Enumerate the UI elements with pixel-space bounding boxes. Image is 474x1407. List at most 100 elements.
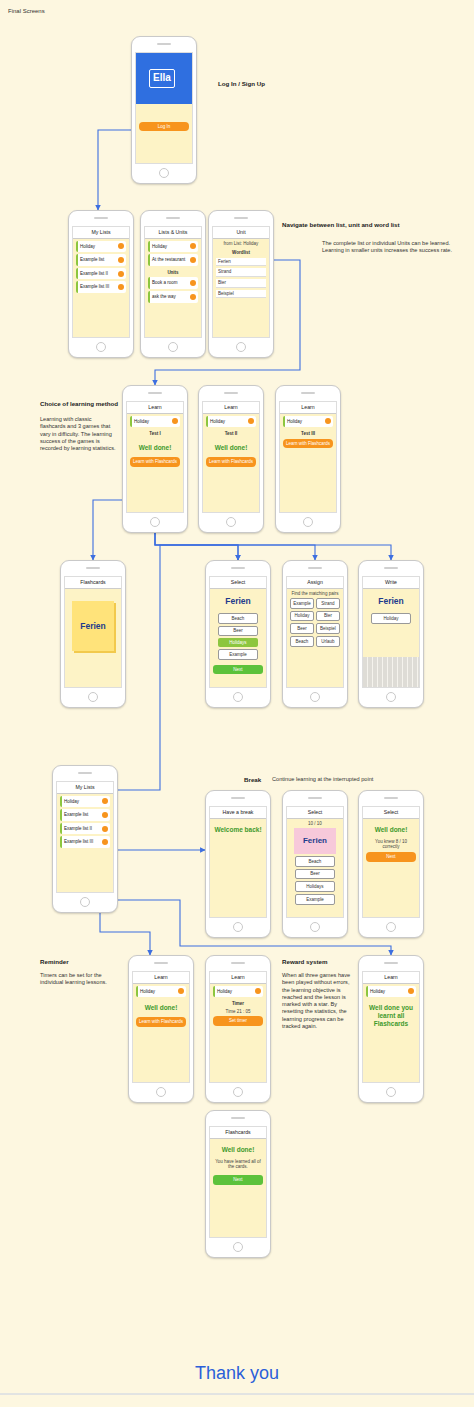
- screen-content: AssignFind the matching pairsExampleStra…: [287, 577, 343, 687]
- screen-text: Well done you learnt all Flashcards: [366, 999, 416, 1031]
- phone-screen: FlashcardsWell done!You have learned all…: [205, 1110, 271, 1258]
- screen-content: SelectFerienBeachBeerHolidaysExampleNext: [210, 577, 266, 687]
- screen-title: Select: [287, 807, 343, 819]
- screen-text: Holiday: [283, 416, 333, 428]
- screen-content: My ListsHolidayExample listExample list …: [57, 782, 113, 892]
- screen-text: Holiday: [290, 611, 314, 622]
- annotation-text: The complete list or individual Units ca…: [322, 240, 468, 255]
- screen-text: Beer: [295, 869, 335, 880]
- screen-text: Beer: [218, 626, 258, 637]
- phone-speaker: [224, 392, 238, 394]
- screen-text: Next: [213, 665, 263, 675]
- home-button: [226, 517, 236, 527]
- phone-screen: SelectFerienBeachBeerHolidaysExampleNext: [205, 560, 271, 708]
- phone-speaker: [231, 797, 245, 799]
- screen-text: Example list II: [60, 823, 110, 835]
- screen-content: Unitfrom List: HolidayWordlistFerienStra…: [213, 227, 269, 337]
- screen-text: Beer: [290, 623, 314, 634]
- home-button: [88, 692, 98, 702]
- annotation-text: Learning with classic flashcards and 3 g…: [40, 416, 118, 452]
- screen-area: SelectFerienBeachBeerHolidaysExampleNext: [209, 576, 267, 688]
- phone-screen: LearnHolidayTest IIWell done!Learn with …: [198, 385, 264, 533]
- phone-screen: FlashcardsFerien: [60, 560, 126, 708]
- screen-text: Log In: [139, 122, 189, 132]
- screen-area: Unitfrom List: HolidayWordlistFerienStra…: [212, 226, 270, 338]
- screen-text: Units: [148, 268, 198, 276]
- screen-text: Book a room: [148, 277, 198, 289]
- annotation-heading: Break: [244, 776, 270, 784]
- screen-content: LearnHolidayWell done you learnt all Fla…: [363, 972, 419, 1082]
- flow-arrow: [98, 130, 131, 210]
- phone-speaker: [78, 772, 92, 774]
- screen-content: FlashcardsWell done!You have learned all…: [210, 1127, 266, 1237]
- screen-area: Lists & UnitsHolidayAt the restaurantUni…: [144, 226, 202, 338]
- screen-text: Wordlist: [216, 248, 266, 256]
- screen-text: Ferien: [72, 601, 114, 652]
- annotation-text: Continue learning at the interrupted poi…: [272, 776, 468, 783]
- screen-text: from List: Holiday: [216, 241, 266, 247]
- screen-text: Well done!: [206, 439, 256, 455]
- annotation-heading: Log In / Sign Up: [218, 80, 338, 88]
- screen-text: Holiday: [60, 796, 110, 808]
- screen-text: Example list: [60, 809, 110, 821]
- screen-text: Holiday: [76, 241, 126, 253]
- screen-text: Learn with Flashcards: [283, 439, 333, 449]
- screen-area: My ListsHolidayExample listExample list …: [56, 781, 114, 893]
- screen-text: Example list: [76, 254, 126, 266]
- screen-content: SelectWell done!You knew 8 / 10 correctl…: [363, 807, 419, 917]
- screen-text: Holiday: [148, 241, 198, 253]
- screen-title: Assign: [287, 577, 343, 589]
- screen-title: Learn: [210, 972, 266, 984]
- home-button: [386, 692, 396, 702]
- screen-area: LearnHolidayTest IWell done!Learn with F…: [126, 401, 184, 513]
- flow-arrow: [155, 533, 238, 560]
- screen-text: Ferien: [213, 591, 263, 612]
- phone-screen: Lists & UnitsHolidayAt the restaurantUni…: [140, 210, 206, 358]
- home-button: [233, 922, 243, 932]
- home-button: [168, 342, 178, 352]
- screen-area: EllaLog In: [135, 52, 193, 164]
- screen-text: Holiday: [206, 416, 256, 428]
- screen-title: Learn: [280, 402, 336, 414]
- screen-text: Learn with Flashcards: [206, 457, 256, 467]
- home-button: [96, 342, 106, 352]
- screen-text: Holidays: [218, 638, 258, 647]
- screen-title: Have a break: [210, 807, 266, 819]
- phone-speaker: [231, 962, 245, 964]
- screen-content: Select10 / 10FerienBeachBeerHolidaysExam…: [287, 807, 343, 917]
- flow-arrow: [155, 533, 315, 560]
- phone-screen: Select10 / 10FerienBeachBeerHolidaysExam…: [282, 790, 348, 938]
- screen-text: Holiday: [366, 986, 416, 998]
- screen-text: Urlaub: [316, 636, 340, 647]
- home-button: [236, 342, 246, 352]
- screen-text: Well done!: [136, 999, 186, 1015]
- home-button: [233, 692, 243, 702]
- screen-text: Next: [213, 1175, 263, 1185]
- screen-area: LearnHolidayTest IIWell done!Learn with …: [202, 401, 260, 513]
- screen-text: You have learned all of the cards.: [213, 1159, 263, 1170]
- screen-title: My Lists: [73, 227, 129, 239]
- screen-area: AssignFind the matching pairsExampleStra…: [286, 576, 344, 688]
- phone-speaker: [384, 567, 398, 569]
- screen-content: WriteFerienHoliday: [363, 577, 419, 687]
- page-title: Final Screens: [8, 8, 45, 16]
- screen-text: Beach: [218, 613, 258, 624]
- flow-arrow: [155, 533, 391, 560]
- screen-text: Time 21 : 05: [213, 1009, 263, 1015]
- screen-text: Example list III: [76, 281, 126, 293]
- screen-text: Holidays: [295, 881, 335, 892]
- annotation-text: Timers can be set for the individual lea…: [40, 972, 124, 987]
- home-button: [150, 517, 160, 527]
- screen-text: Well done!: [213, 1141, 263, 1157]
- phone-screen: LearnHolidayWell done!Learn with Flashca…: [128, 955, 194, 1103]
- screen-content: EllaLog In: [136, 53, 192, 163]
- phone-screen: LearnHolidayWell done you learnt all Fla…: [358, 955, 424, 1103]
- screen-text: Ferien: [216, 258, 266, 267]
- phone-speaker: [157, 43, 171, 45]
- screen-text: Find the matching pairs: [290, 591, 340, 597]
- screen-text: Well done!: [366, 821, 416, 837]
- annotation-text: Thank you: [137, 1362, 337, 1385]
- flow-arrow: [93, 500, 122, 560]
- screen-text: Ferien: [294, 828, 336, 854]
- screen-content: LearnHolidayTest IWell done!Learn with F…: [127, 402, 183, 512]
